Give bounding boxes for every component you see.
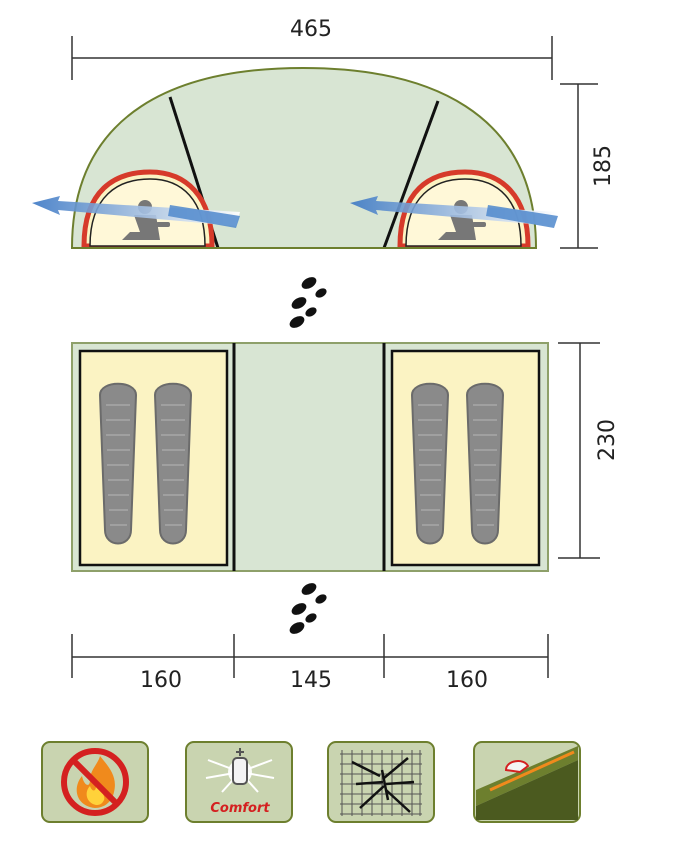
feature-icons: Comfort	[41, 741, 581, 823]
lantern-hook-icon: Comfort	[185, 741, 293, 823]
left-bedroom	[78, 349, 229, 567]
segment-label-right: 160	[446, 668, 488, 693]
sleeping-bag-icon	[410, 382, 450, 545]
airflow-arrow-left	[32, 196, 240, 228]
sleeping-bag-icon	[465, 382, 505, 545]
mosquito-net-icon	[327, 741, 435, 823]
tent-floor-plan	[71, 342, 549, 572]
segment-label-left: 160	[140, 668, 182, 693]
pole-right	[382, 100, 440, 249]
height-label: 185	[591, 145, 616, 187]
right-bedroom	[390, 349, 541, 567]
footsteps-icon	[289, 277, 327, 328]
footsteps-icon	[289, 583, 327, 634]
taped-seams-icon	[473, 741, 581, 823]
fire-retardant-icon	[41, 741, 149, 823]
height-dimension: 185	[560, 83, 616, 249]
length-dimension: 465	[71, 17, 553, 80]
width-label: 230	[595, 419, 620, 461]
width-dimension: 230	[558, 342, 620, 559]
comfort-label: Comfort	[210, 801, 270, 816]
length-label: 465	[290, 17, 332, 42]
sleeping-bag-icon	[153, 382, 193, 545]
tent-side-view	[32, 66, 558, 249]
segment-dimensions: 160 145 160	[71, 634, 549, 693]
airflow-arrow-right	[350, 196, 558, 228]
sleeping-bag-icon	[98, 382, 138, 545]
segment-label-middle: 145	[290, 668, 332, 693]
